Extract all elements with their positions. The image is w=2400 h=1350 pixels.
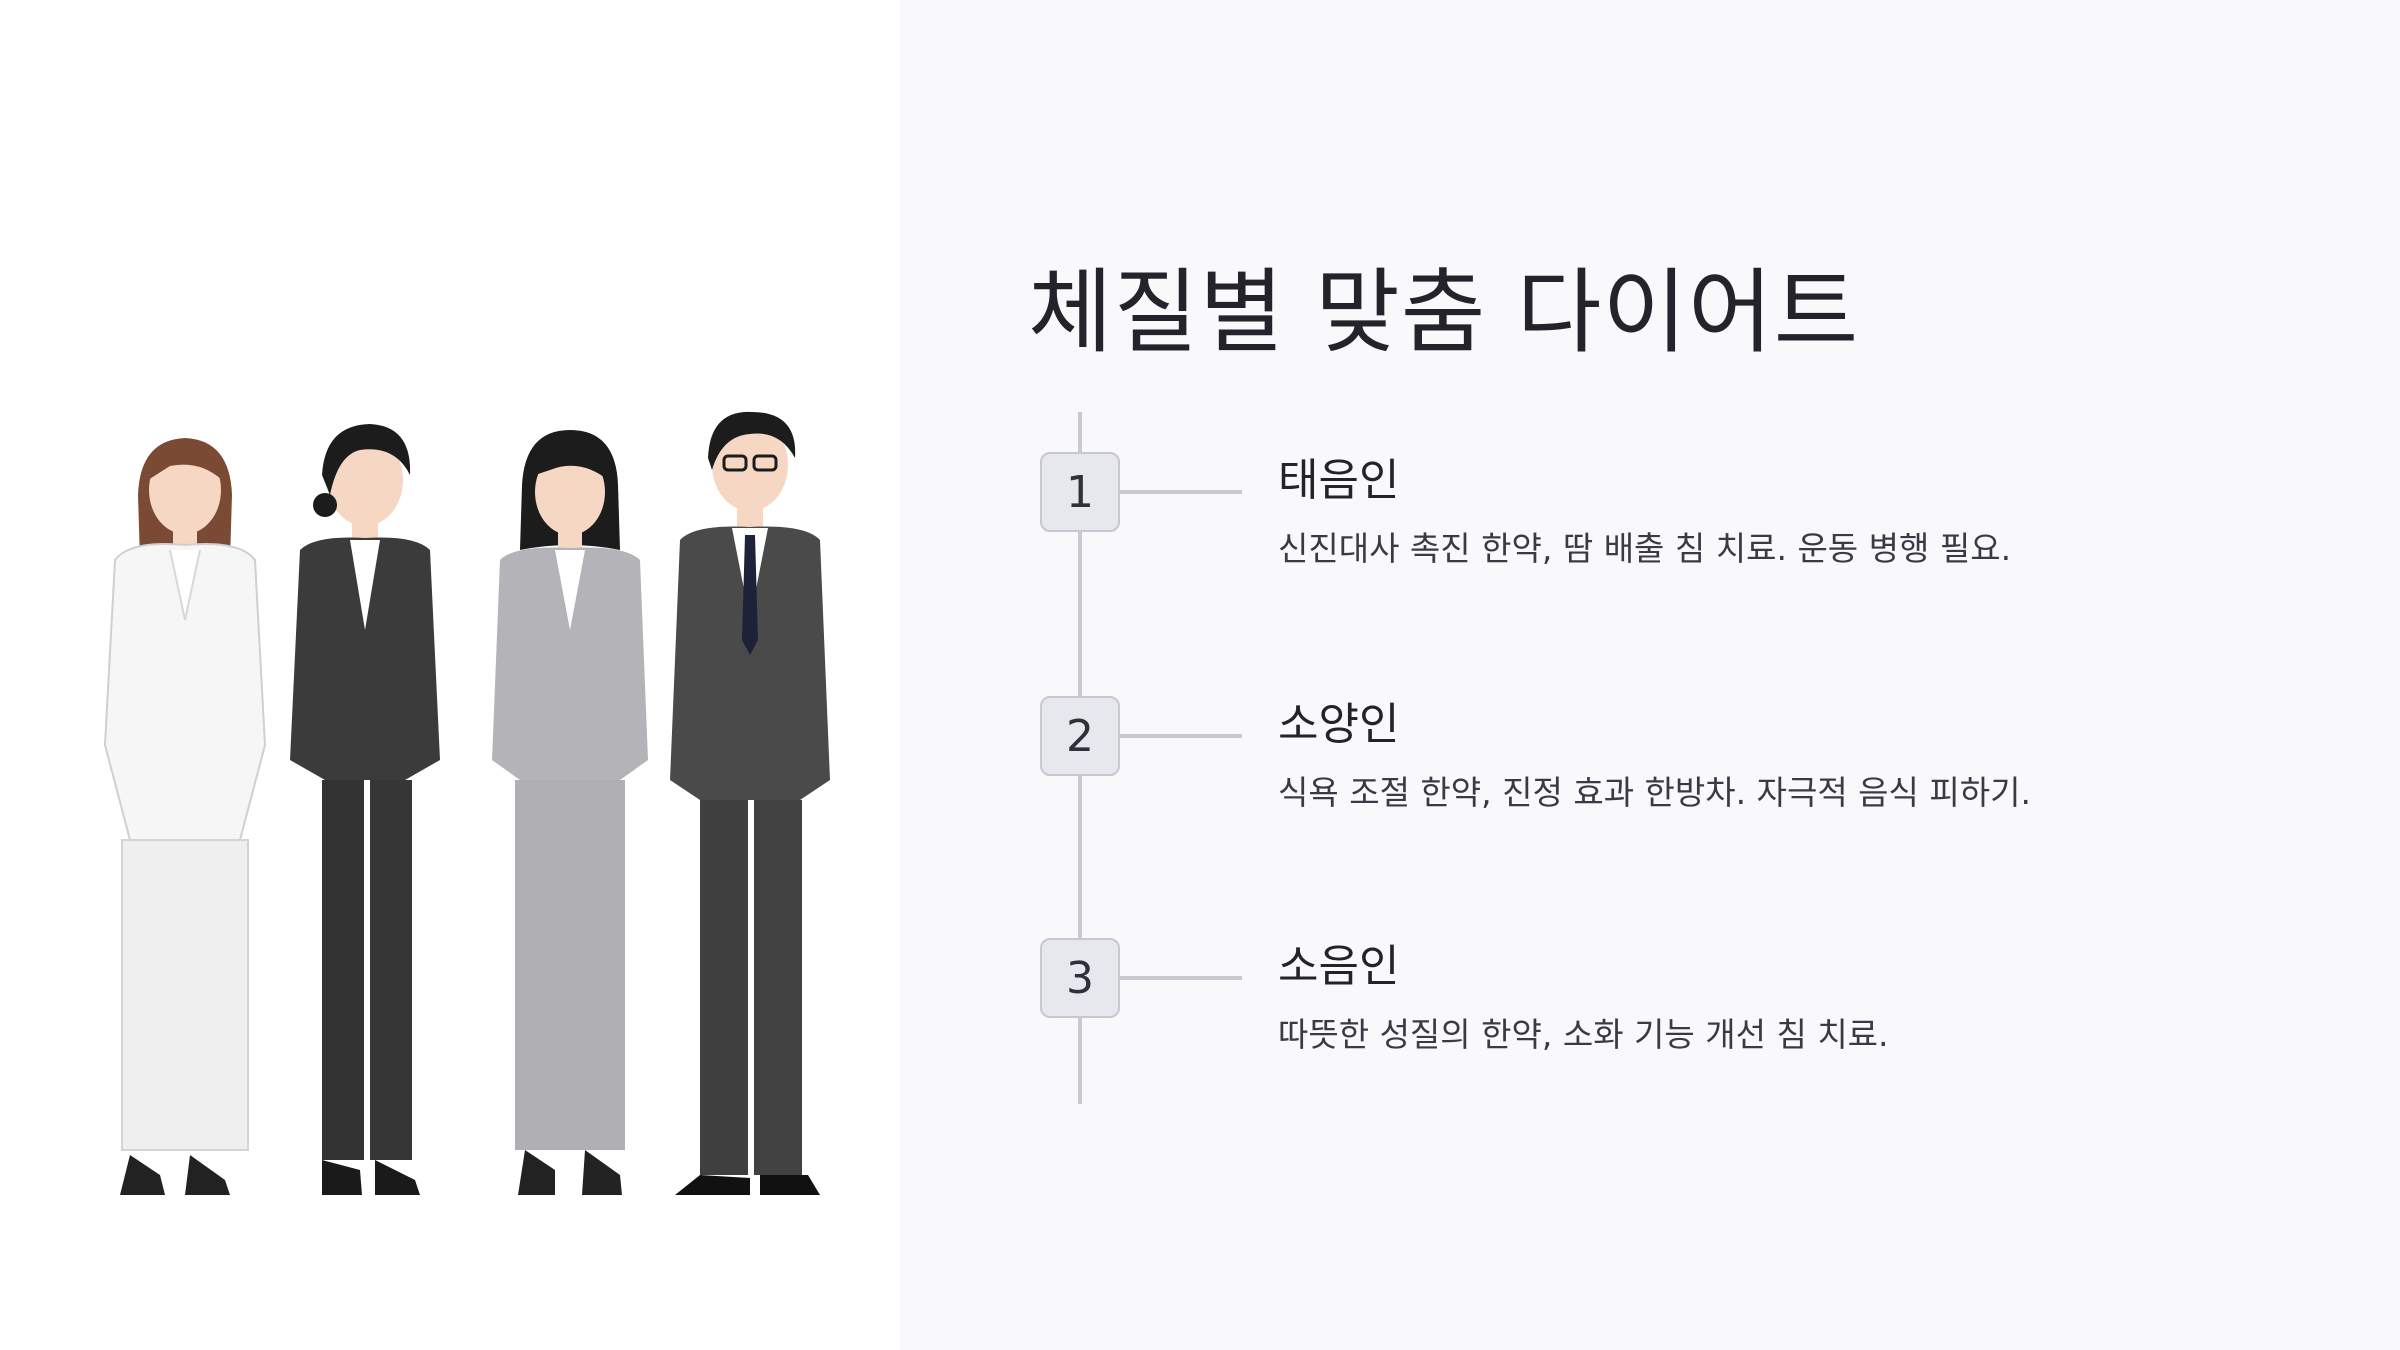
content-panel: 체질별 맞춤 다이어트 1 태음인 신진대사 촉진 한약, 땀 배출 침 치료.…: [900, 0, 2400, 1350]
illustration-panel: [0, 0, 900, 1350]
timeline-step: 1 태음인 신진대사 촉진 한약, 땀 배출 침 치료. 운동 병행 필요.: [1040, 452, 2340, 582]
step-title: 태음인: [1278, 455, 1400, 506]
step-number-badge: 3: [1040, 938, 1120, 1018]
step-description: 신진대사 촉진 한약, 땀 배출 침 치료. 운동 병행 필요.: [1278, 529, 2012, 568]
step-description: 식욕 조절 한약, 진정 효과 한방차. 자극적 음식 피하기.: [1278, 773, 2031, 812]
timeline-step: 2 소양인 식욕 조절 한약, 진정 효과 한방차. 자극적 음식 피하기.: [1040, 696, 2340, 826]
step-connector: [1120, 490, 1242, 494]
person-gray-suit: [492, 430, 648, 1195]
page-title: 체질별 맞춤 다이어트: [1028, 259, 1860, 366]
step-number-badge: 2: [1040, 696, 1120, 776]
person-man-glasses: [670, 411, 830, 1195]
step-title: 소음인: [1278, 941, 1400, 992]
step-number-badge: 1: [1040, 452, 1120, 532]
step-description: 따뜻한 성질의 한약, 소화 기능 개선 침 치료.: [1278, 1015, 1889, 1054]
step-title: 소양인: [1278, 699, 1400, 750]
timeline-step: 3 소음인 따뜻한 성질의 한약, 소화 기능 개선 침 치료.: [1040, 938, 2340, 1068]
people-illustration: [103, 411, 830, 1195]
step-connector: [1120, 734, 1242, 738]
person-white-suit: [103, 438, 267, 1195]
person-dark-suit: [290, 424, 440, 1195]
step-connector: [1120, 976, 1242, 980]
